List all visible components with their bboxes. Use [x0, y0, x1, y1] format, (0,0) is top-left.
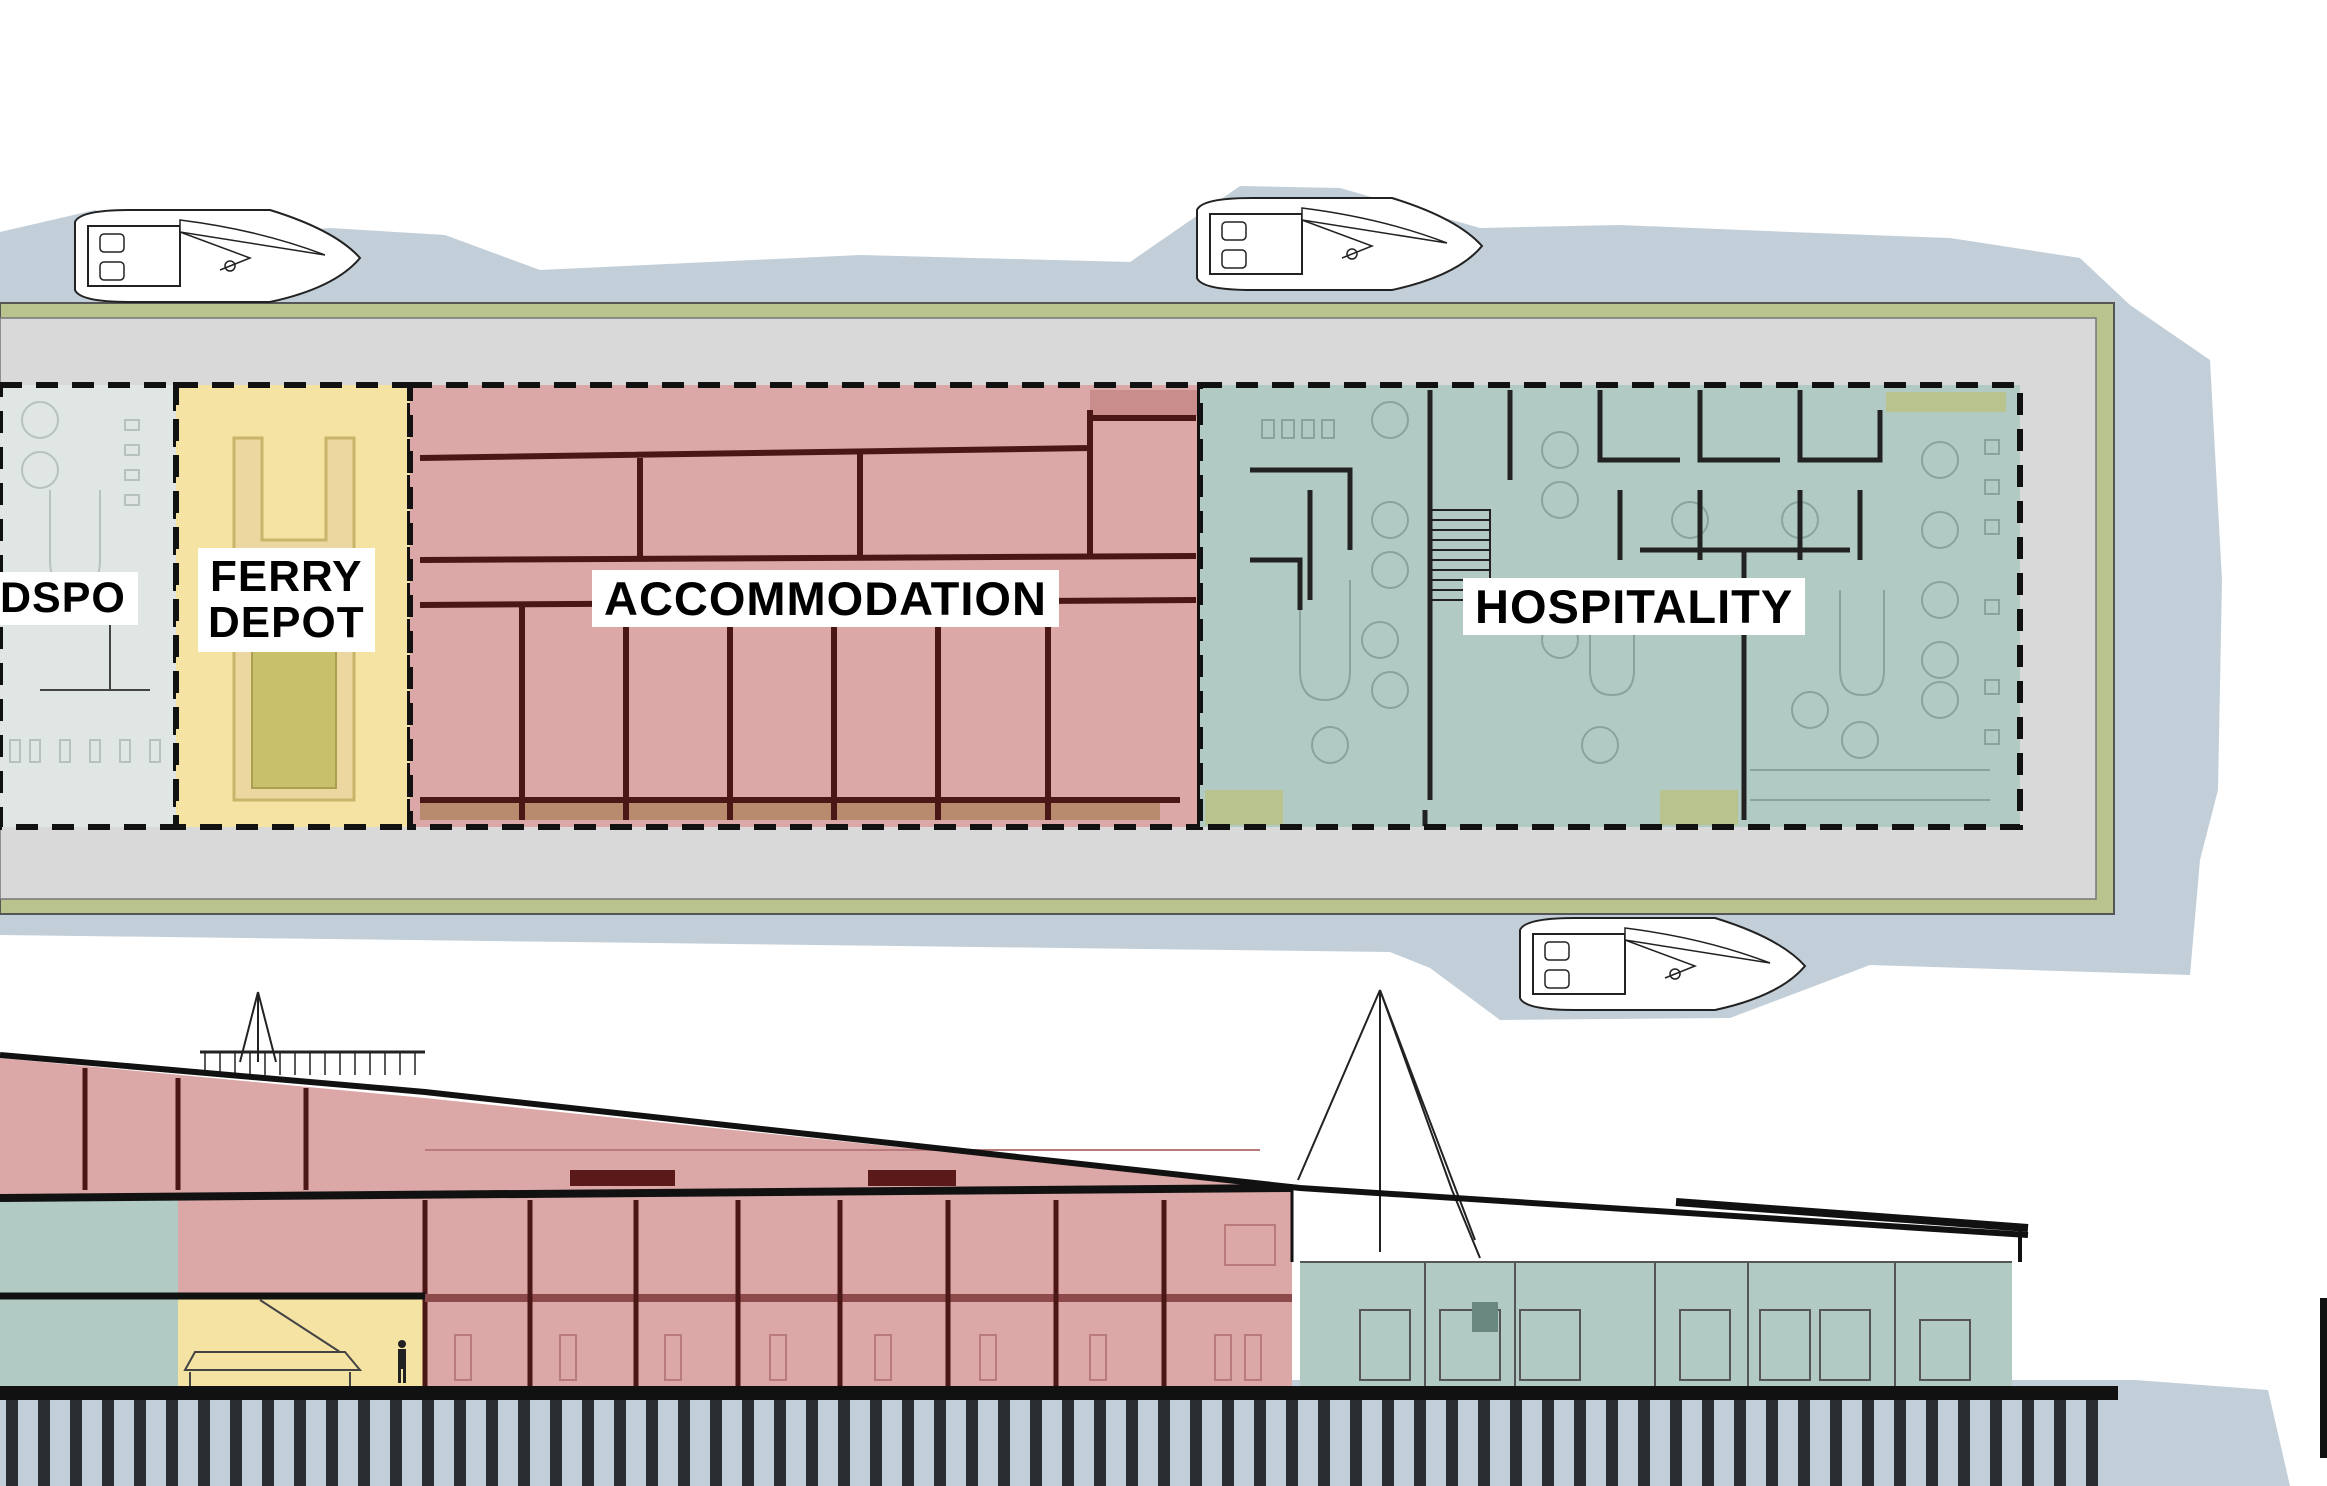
podspo-label: DSPO: [0, 572, 138, 626]
edge-post: [2320, 1298, 2327, 1458]
accommodation-label: ACCOMMODATION: [592, 570, 1059, 628]
deck-slab: [0, 1386, 2118, 1400]
section-elevation-view: [0, 989, 2327, 1486]
podspo-label-text: DSPO: [0, 574, 126, 622]
section-boat: [183, 1299, 363, 1386]
hospitality-label: HOSPITALITY: [1463, 578, 1806, 636]
roof-railing: [200, 1050, 425, 1075]
person-icon: [398, 1340, 406, 1383]
hospitality-label-text: HOSPITALITY: [1475, 580, 1794, 633]
section-water: [0, 1380, 2290, 1486]
section-accommodation: [0, 1058, 1293, 1388]
boat-icon: [74, 209, 362, 303]
boat-icon: [1196, 197, 1484, 291]
boat-icon: [1519, 917, 1807, 1011]
roof-line: [0, 1052, 2029, 1262]
pile-row: [6, 1400, 2098, 1486]
accommodation-label-text: ACCOMMODATION: [604, 572, 1047, 625]
ferry-depot-label-line2: DEPOT: [208, 598, 365, 648]
section-hospitality: [1300, 1261, 2012, 1388]
ferry-depot-label-line1: FERRY: [210, 552, 363, 601]
ferry-depot-label: FERRY DEPOT: [198, 548, 375, 653]
mast-icon: [239, 989, 1481, 1259]
